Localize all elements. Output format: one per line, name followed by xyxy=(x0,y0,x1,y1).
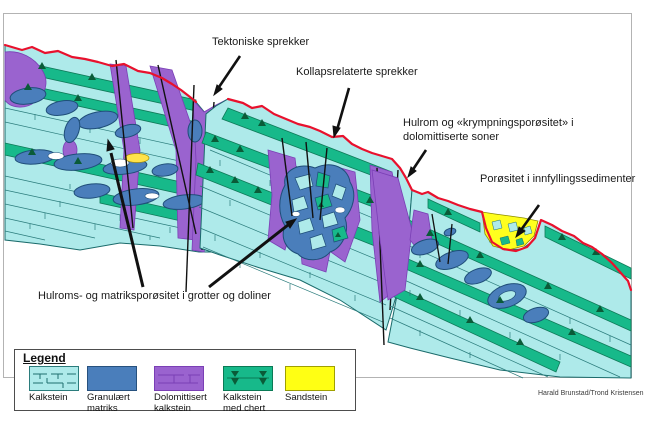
fault-block-right xyxy=(371,169,632,379)
legend-title: Legend xyxy=(23,351,66,365)
legend-item-kalkstein-med-chert: Kalkstein med chert xyxy=(223,366,281,414)
label-tectonic-fractures: Tektoniske sprekker xyxy=(212,36,310,48)
erosion-surface-line xyxy=(3,43,633,292)
sandstone-infill-pocket xyxy=(481,211,539,251)
granular-matrix-swatch-icon xyxy=(87,366,137,391)
legend-item-dolomittisert: Dolomittisert kalkstein xyxy=(154,366,218,414)
collapse-breccia-zone xyxy=(279,164,355,261)
label-shrinkage-porosity-line2: dolomittiserte soner xyxy=(403,131,499,143)
author-credit: Harald Brunstad/Trond Kristensen xyxy=(538,390,644,397)
legend-item-kalkstein: Kalkstein xyxy=(29,366,83,404)
legend: Legend Kalkstein Granulært matriks Dolom… xyxy=(14,349,356,414)
chert-limestone-swatch-icon xyxy=(223,366,273,391)
label-shrinkage-porosity-line1: Hulrom og «krympningsporøsitet» i xyxy=(403,117,574,129)
legend-item-granulaert-matriks: Granulært matriks xyxy=(87,366,147,414)
label-infill-sediment-porosity: Porøsitet i innfyllingssedimenter xyxy=(480,173,636,185)
fault-block-middle xyxy=(195,98,413,346)
limestone-swatch-icon xyxy=(29,366,79,391)
sandstone-swatch-icon xyxy=(285,366,335,391)
legend-item-sandstein: Sandstein xyxy=(285,366,339,404)
annotation-arrows xyxy=(106,55,541,289)
label-cave-matrix-porosity: Hulroms- og matriksporøsitet i grotter o… xyxy=(38,290,271,302)
label-collapse-fractures: Kollapsrelaterte sprekker xyxy=(296,66,418,78)
sandstone-lens xyxy=(124,153,150,163)
dolomitized-swatch-icon xyxy=(154,366,204,391)
